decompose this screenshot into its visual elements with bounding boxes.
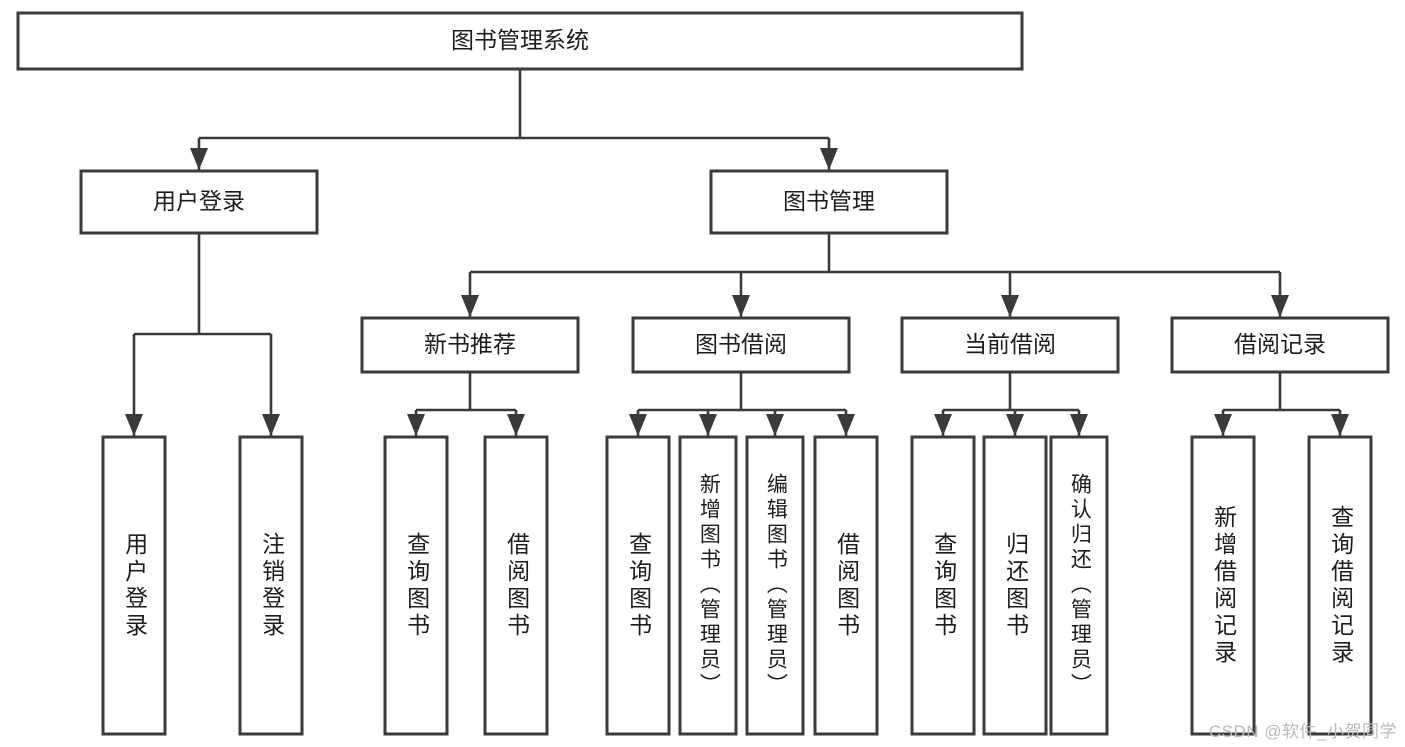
node-root[interactable]: 图书管理系统 [16,11,1024,71]
node-leaf-0-rect[interactable] [101,435,167,736]
arrow-head-icon [1006,414,1024,436]
node-leaf-10[interactable] [1049,435,1109,736]
node-leaf-1-rect[interactable] [238,435,304,736]
node-level2-0-rect[interactable] [79,169,319,235]
node-level2-1[interactable]: 图书管理 [709,169,949,235]
node-leaf-3-rect[interactable] [483,435,549,736]
arrow-head-icon [1001,295,1019,317]
node-leaf-7[interactable] [813,435,879,736]
node-leaf-0[interactable] [101,435,167,736]
node-leaf-9[interactable] [982,435,1048,736]
arrow-head-icon [629,414,647,436]
node-level3-3-label: 借阅记录 [1234,331,1326,357]
node-leaf-2[interactable] [383,435,449,736]
arrow-head-icon [1214,414,1232,436]
node-leaf-5[interactable] [678,435,738,736]
node-level2-0-label: 用户登录 [153,188,245,214]
node-level3-1-label: 图书借阅 [695,331,787,357]
arrow-head-icon [262,414,280,436]
node-leaf-11[interactable] [1190,435,1256,736]
node-leaf-4-rect[interactable] [605,435,671,736]
node-level3-1-rect[interactable] [631,316,851,374]
arrow-head-icon [766,414,784,436]
node-level3-2-rect[interactable] [900,316,1120,374]
arrow-head-icon [1331,414,1349,436]
arrow-head-icon [407,414,425,436]
arrow-head-icon [732,295,750,317]
node-level3-2-label: 当前借阅 [964,331,1056,357]
node-level3-0[interactable]: 新书推荐 [360,316,580,374]
node-leaf-10-rect[interactable] [1049,435,1109,736]
node-leaf-2-rect[interactable] [383,435,449,736]
node-level3-3-rect[interactable] [1170,316,1390,374]
node-level3-1[interactable]: 图书借阅 [631,316,851,374]
node-root-label: 图书管理系统 [451,27,589,53]
node-leaf-8[interactable] [910,435,976,736]
node-leaf-7-rect[interactable] [813,435,879,736]
arrow-head-icon [461,295,479,317]
node-leaf-4[interactable] [605,435,671,736]
watermark: CSDN @软件_小贺同学 [1208,722,1397,741]
node-level3-0-rect[interactable] [360,316,580,374]
arrow-head-icon [934,414,952,436]
arrow-head-icon [1070,414,1088,436]
node-root-rect[interactable] [16,11,1024,71]
arrow-head-icon [837,414,855,436]
arrow-head-icon [699,414,717,436]
node-leaf-5-rect[interactable] [678,435,738,736]
node-level3-2[interactable]: 当前借阅 [900,316,1120,374]
node-leaf-1[interactable] [238,435,304,736]
arrow-head-icon [190,148,208,170]
node-level2-0[interactable]: 用户登录 [79,169,319,235]
node-leaf-6-rect[interactable] [745,435,805,736]
node-leaf-9-rect[interactable] [982,435,1048,736]
node-level2-1-label: 图书管理 [783,188,875,214]
node-level3-0-label: 新书推荐 [424,331,516,357]
arrow-head-icon [125,414,143,436]
node-leaf-12-rect[interactable] [1307,435,1373,736]
node-level2-1-rect[interactable] [709,169,949,235]
node-leaf-3[interactable] [483,435,549,736]
node-level3-3[interactable]: 借阅记录 [1170,316,1390,374]
connectors-layer [125,69,1349,436]
arrow-head-icon [1271,295,1289,317]
node-leaf-11-rect[interactable] [1190,435,1256,736]
arrow-head-icon [507,414,525,436]
node-leaf-8-rect[interactable] [910,435,976,736]
arrow-head-icon [820,148,838,170]
node-leaf-12[interactable] [1307,435,1373,736]
node-leaf-6[interactable] [745,435,805,736]
